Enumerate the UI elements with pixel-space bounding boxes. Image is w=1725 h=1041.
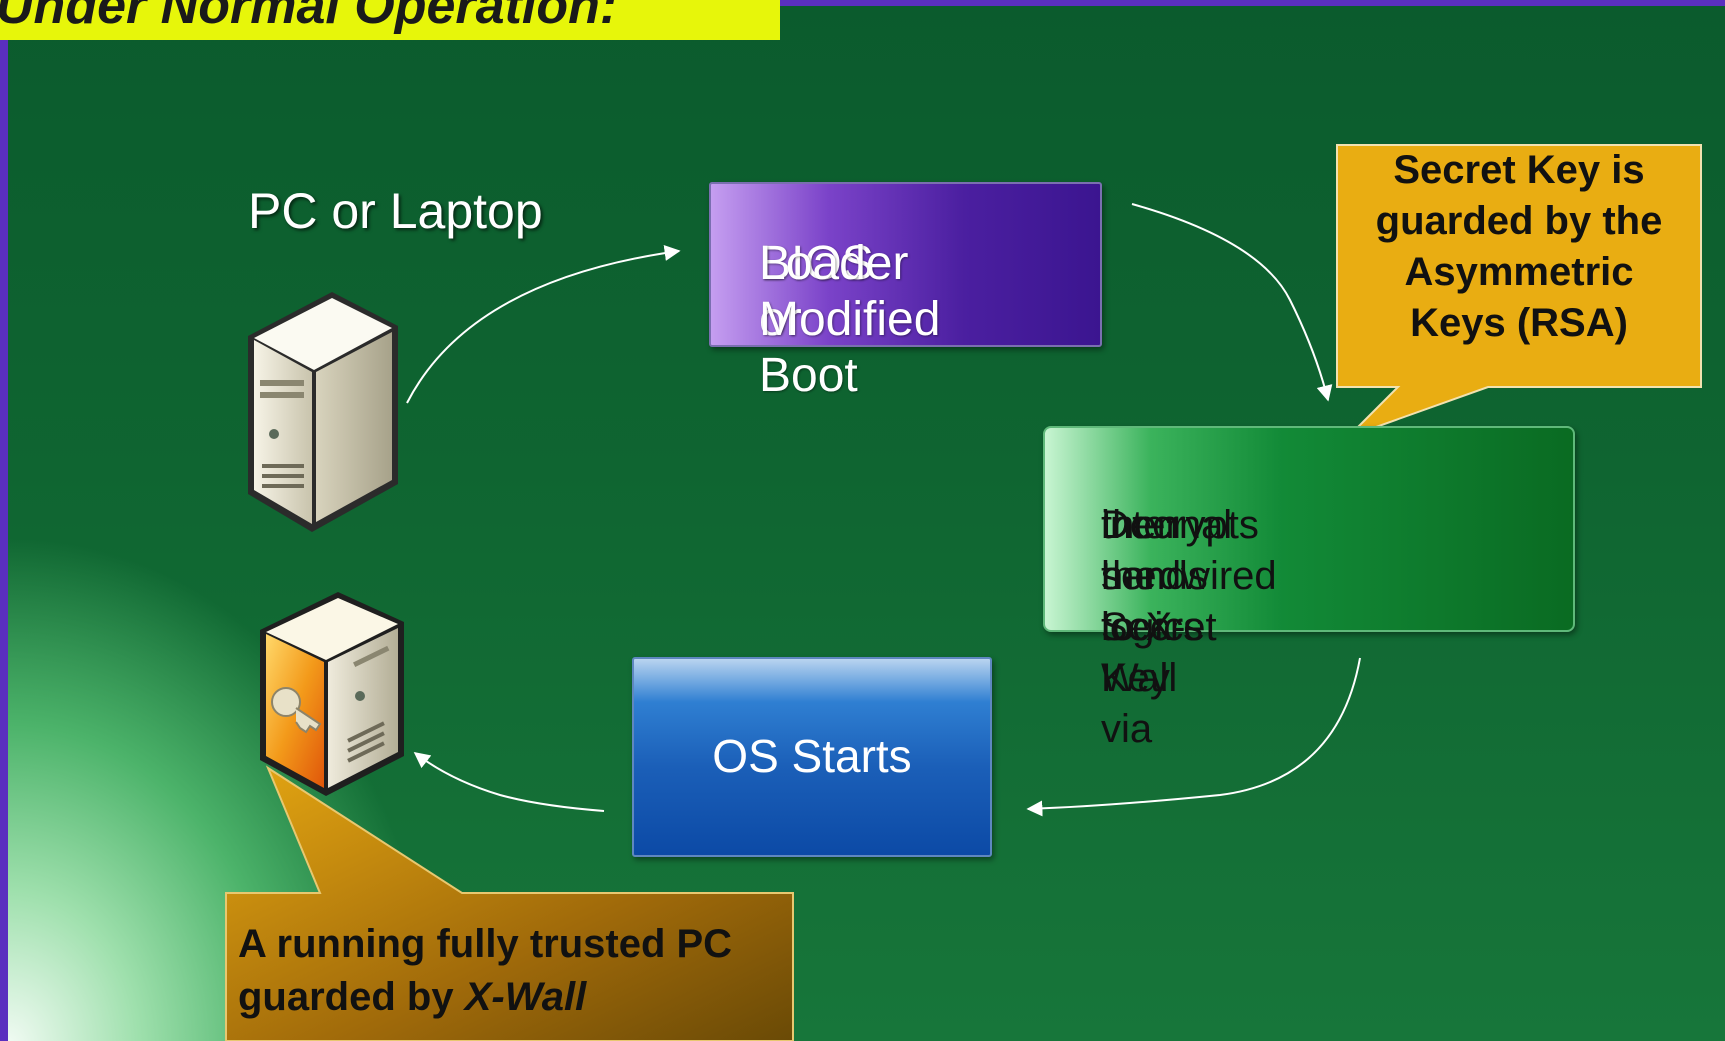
key-callout-line1: Secret Key is [1393,148,1645,192]
slide-title-text: Under Normal Operation: [0,0,618,35]
arrow-decrypt-to-os [1026,657,1361,817]
bios-line1: BIOS or Boot [759,237,874,402]
secure-server-key-icon [260,592,404,796]
os-starts-label: OS Starts [712,730,912,782]
decrypt-line1: Decrypts the Secret Key [1101,503,1259,700]
pc-label: PC or Laptop [248,183,543,239]
slide-title: Under Normal Operation: [0,0,780,40]
xwall-callout-text: A running fully trusted PC guarded by X-… [238,918,798,1024]
key-callout-line2: guarded by the [1375,199,1663,243]
key-callout-line3: Asymmetric [1404,250,1634,294]
decrypt-line2: then sends to X-Wall via [1101,503,1208,751]
xwall-callout-line2-prefix: guarded by [238,975,465,1019]
os-starts-box: OS Starts [632,657,992,857]
arrow-pc-to-bios [406,245,681,404]
xwall-callout-line1: A running fully trusted PC [238,922,733,966]
arrow-bios-to-decrypt [1131,203,1333,402]
bios-line2: Loader Modified [759,237,941,346]
server-icon [248,292,398,532]
key-callout-bubble [1336,144,1702,438]
key-callout-line4: Keys (RSA) [1410,301,1628,345]
xwall-callout-bubble [225,765,794,1041]
decrypt-line3: internal hardwired logics [1101,503,1277,649]
arrow-os-to-secure-pc [413,752,605,812]
xwall-callout-emphasis: X-Wall [464,975,587,1019]
key-callout-text: Secret Key is guarded by the Asymmetric … [1336,145,1702,349]
